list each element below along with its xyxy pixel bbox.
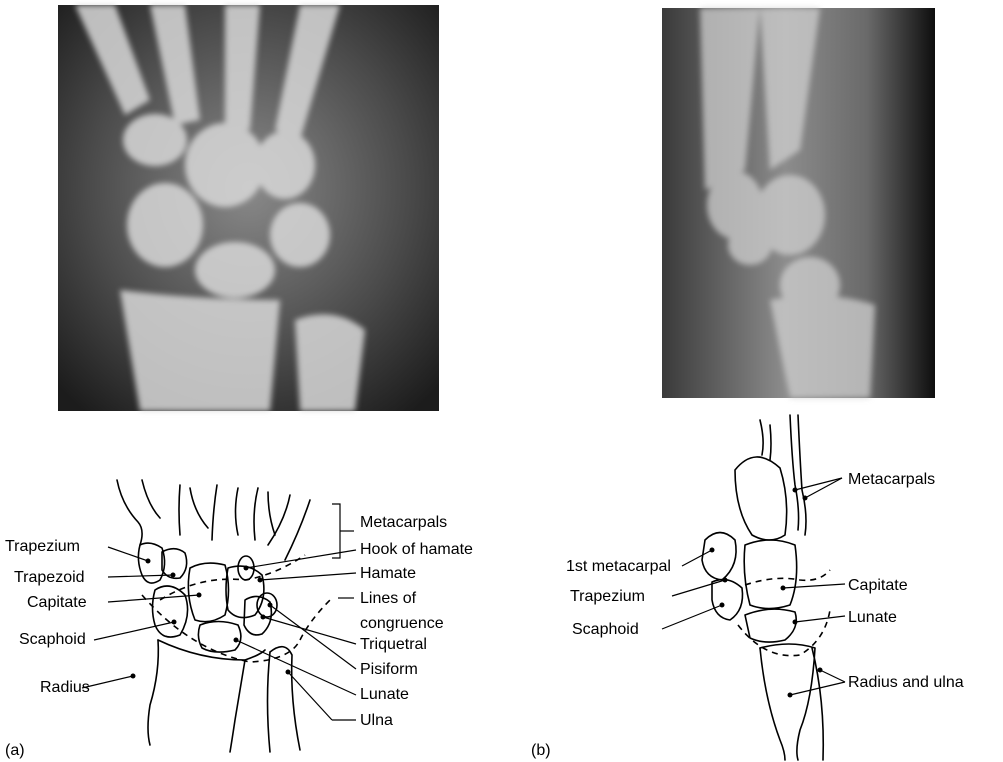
labels-lateral: Metacarpals 1st metacarpal Trapezium Sca… <box>531 471 964 759</box>
label-metacarpals-a: Metacarpals <box>360 514 447 531</box>
label-radius-and-ulna: Radius and ulna <box>848 674 964 691</box>
label-trapezium-a: Trapezium <box>5 538 80 555</box>
label-scaphoid-b: Scaphoid <box>572 621 639 638</box>
caption-b: (b) <box>531 742 551 759</box>
leaders-lateral <box>662 478 845 698</box>
label-scaphoid-a: Scaphoid <box>19 631 86 648</box>
label-trapezium-b: Trapezium <box>570 588 645 605</box>
label-metacarpals-b: Metacarpals <box>848 471 935 488</box>
label-lunate-b: Lunate <box>848 609 897 626</box>
xray-image-lateral-view <box>662 8 935 398</box>
labels-pa: Trapezium Trapezoid Capitate Scaphoid Ra… <box>5 514 473 759</box>
xray-image-pa-view <box>58 5 439 411</box>
label-lines-of-congruence-2: congruence <box>360 615 444 632</box>
label-radius-a: Radius <box>40 679 90 696</box>
label-lunate-a: Lunate <box>360 686 409 703</box>
label-pisiform: Pisiform <box>360 661 418 678</box>
leaders-pa <box>82 547 356 720</box>
label-ulna: Ulna <box>360 712 393 729</box>
wrist-diagram-lateral <box>702 415 830 760</box>
wrist-diagram-pa <box>117 480 354 752</box>
label-hamate: Hamate <box>360 565 416 582</box>
label-capitate-a: Capitate <box>27 594 87 611</box>
label-first-metacarpal: 1st metacarpal <box>566 558 671 575</box>
label-hook-of-hamate: Hook of hamate <box>360 541 473 558</box>
label-triquetral: Triquetral <box>360 636 427 653</box>
label-capitate-b: Capitate <box>848 577 908 594</box>
label-lines-of-congruence-1: Lines of <box>360 590 417 607</box>
label-trapezoid-a: Trapezoid <box>14 569 85 586</box>
caption-a: (a) <box>5 742 25 759</box>
